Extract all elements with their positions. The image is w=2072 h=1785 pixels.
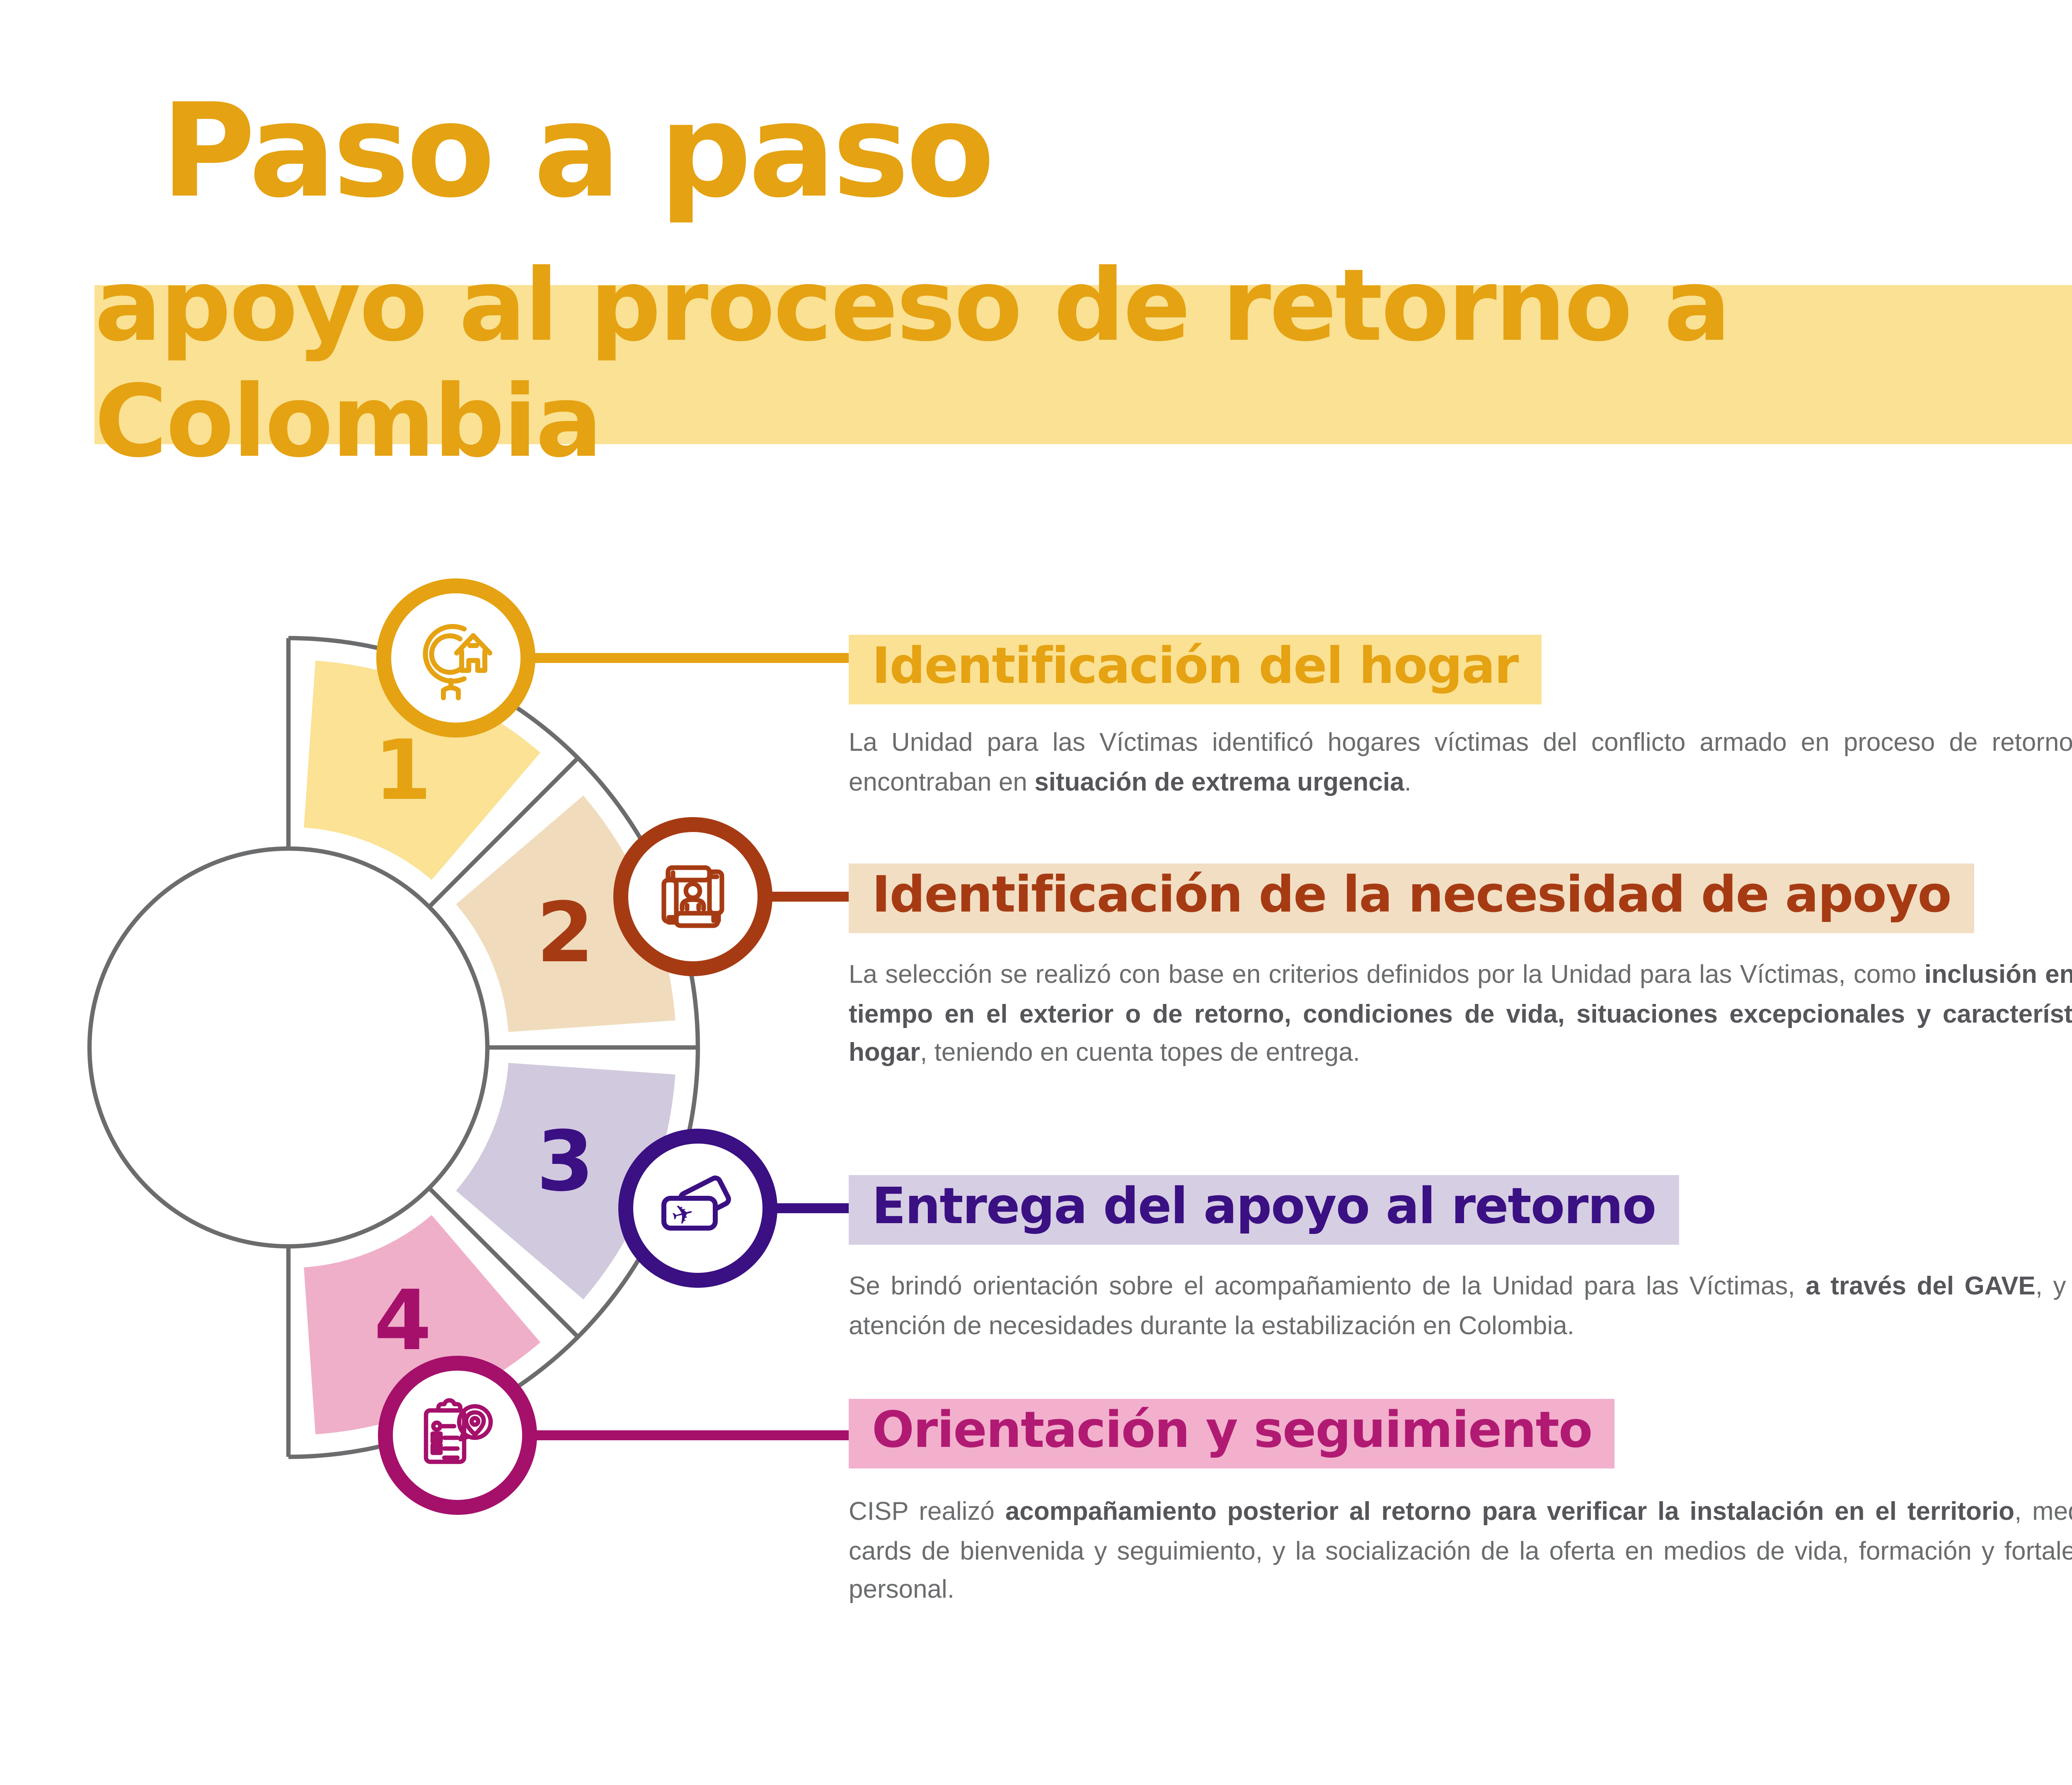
clipboard-location-icon xyxy=(424,1398,493,1464)
step-1-header: Identificación del hogar xyxy=(849,635,1542,704)
step-1-icon-badge xyxy=(376,578,535,738)
step-3-header: Entrega del apoyo al retorno xyxy=(849,1175,1679,1244)
step-number-4: 4 xyxy=(374,1273,432,1369)
step-1-header-label: Identificación del hogar xyxy=(872,638,1519,696)
step-wedge-2 xyxy=(456,796,675,1032)
step-number-1: 1 xyxy=(374,723,432,819)
community-hands-icon xyxy=(661,865,724,928)
step-4-header: Orientación y seguimiento xyxy=(849,1399,1615,1468)
step-4-body: CISP realizó acompañamiento posterior al… xyxy=(849,1498,2072,1604)
subtitle-banner-text: apoyo al proceso de retorno a Colombia xyxy=(94,249,1731,481)
subtitle-banner: apoyo al proceso de retorno a Colombia xyxy=(94,249,2072,481)
step-2-header: Identificación de la necesidad de apoyo xyxy=(849,863,1974,932)
fan-center-circle xyxy=(87,846,490,1249)
step-wedge-3 xyxy=(456,1063,675,1299)
step-2-header-label: Identificación de la necesidad de apoyo xyxy=(872,867,1952,925)
travel-tickets-icon: ✈ xyxy=(661,1175,731,1233)
step-3-body: Se brindó orientación sobre el acompañam… xyxy=(849,1273,2072,1340)
step-2-body: La selección se realizó con base en crit… xyxy=(849,961,2072,1067)
step-3-header-label: Entrega del apoyo al retorno xyxy=(872,1178,1656,1236)
fan-separator-1-2 xyxy=(427,756,580,909)
step-number-3: 3 xyxy=(536,1114,594,1210)
step-2-icon-badge xyxy=(613,817,772,976)
page-title: Paso a paso xyxy=(161,78,995,227)
fan-separator-3-4 xyxy=(427,1186,580,1339)
step-4-icon-badge xyxy=(378,1356,537,1515)
house-search-icon xyxy=(423,624,492,700)
step-number-2: 2 xyxy=(536,885,594,981)
step-1-body: La Unidad para las Víctimas identificó h… xyxy=(849,729,2072,796)
step-4-header-label: Orientación y seguimiento xyxy=(872,1402,1593,1460)
step-3-icon-badge: ✈ xyxy=(618,1129,777,1288)
